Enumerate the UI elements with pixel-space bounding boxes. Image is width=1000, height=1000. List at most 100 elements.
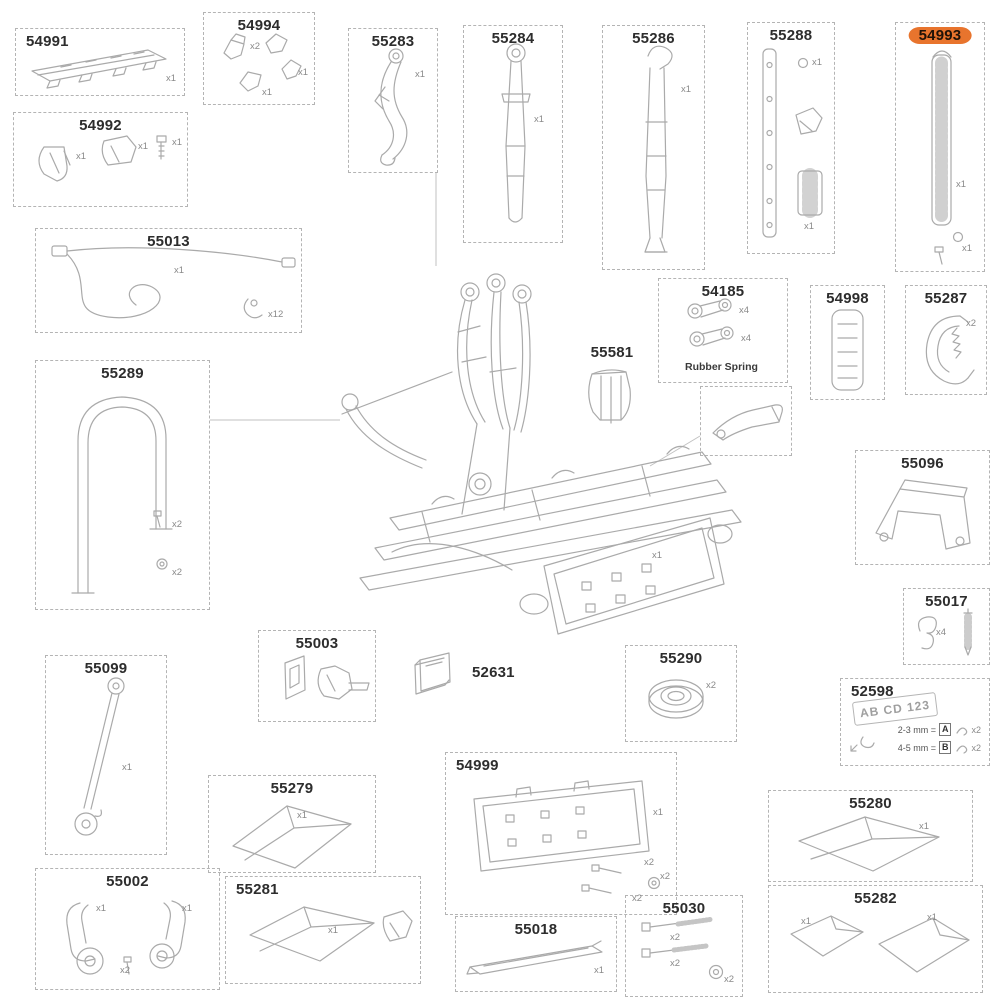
qty-label: x1 (919, 821, 930, 832)
part-number-54185[interactable]: 54185 (701, 283, 745, 300)
part-number-55283[interactable]: 55283 (371, 33, 415, 50)
qty-label: x1 (801, 916, 812, 927)
hook-arrow-icon (850, 736, 875, 752)
qty-label: x1 (182, 903, 193, 914)
part-box-54992: 54992 x1 x1 x1 (13, 112, 188, 207)
part-number-55018[interactable]: 55018 (514, 921, 558, 938)
part-box-55289: 55289 x2 x2 (35, 360, 210, 610)
part-illustration-54998 (831, 309, 864, 391)
rubber-spring-lever-box (700, 386, 792, 456)
qty-label: x4 (739, 305, 750, 316)
size-row-b: 4-5 mm = B x2 (898, 741, 981, 754)
qty-label: x1 (262, 87, 273, 98)
size-text: 2-3 mm = (897, 724, 936, 735)
qty-label: x2 (670, 958, 681, 969)
part-box-55288: 55288 x1 x1 (747, 22, 835, 254)
part-box-52598: 52598 AB CD 123 2-3 mm = A x2 4-5 mm = B… (840, 678, 990, 766)
part-number-55002[interactable]: 55002 (106, 873, 149, 890)
part-number-54992[interactable]: 54992 (79, 117, 122, 134)
part-number-55280[interactable]: 55280 (849, 795, 892, 812)
part-illustration-55279 (232, 805, 352, 869)
part-number-52631[interactable]: 52631 (472, 664, 515, 681)
part-number-52598[interactable]: 52598 (851, 683, 894, 700)
part-number-54991[interactable]: 54991 (26, 33, 69, 50)
part-number-55279[interactable]: 55279 (270, 780, 314, 797)
part-number-54994[interactable]: 54994 (237, 17, 281, 34)
part-box-54993: 54993 x1 x1 (895, 22, 985, 272)
part-number-55282[interactable]: 55282 (854, 890, 897, 907)
part-box-54994: 54994 x2 x1 x1 (203, 12, 315, 105)
part-box-55287: 55287 x2 (905, 285, 987, 395)
part-number-54999[interactable]: 54999 (456, 757, 499, 774)
part-illustration-55017 (917, 608, 973, 656)
part-box-55284: 55284 x1 (463, 25, 563, 243)
qty-label: x4 (741, 333, 752, 344)
part-number-55581[interactable]: 55581 (590, 344, 634, 361)
part-number-55286[interactable]: 55286 (632, 30, 675, 47)
part-illustration-54992 (38, 135, 167, 182)
part-illustration-55288 (762, 48, 823, 238)
lever-illustration (712, 404, 783, 441)
part-illustration-55013 (51, 245, 296, 319)
qty-label: x1 (652, 550, 663, 561)
part-number-55290[interactable]: 55290 (659, 650, 703, 667)
part-group-52631: 52631 (408, 644, 568, 704)
part-number-55096[interactable]: 55096 (901, 455, 944, 472)
qty-label: x2 (250, 41, 261, 52)
qty-label: x1 (956, 179, 967, 190)
part-group-55581: 55581 (568, 340, 656, 430)
qty-label: x1 (298, 67, 309, 78)
part-box-55099: 55099 x1 (45, 655, 167, 855)
qty-label: x1 (962, 243, 973, 254)
part-illustration-55282 (790, 915, 970, 973)
part-illustration-55287 (925, 315, 975, 385)
part-box-54185: 54185 x4 x4 Rubber Spring (658, 278, 788, 383)
qty-label: x2 (706, 680, 717, 691)
qty-label: x1 (76, 151, 87, 162)
qty-label: x1 (174, 265, 185, 276)
part-number-55288[interactable]: 55288 (769, 27, 813, 44)
part-box-54998: 54998 (810, 285, 885, 400)
part-number-55013[interactable]: 55013 (147, 233, 190, 250)
part-illustration-55284 (501, 43, 531, 223)
part-number-55284[interactable]: 55284 (491, 30, 535, 47)
part-illustration-52631 (414, 652, 451, 695)
qty-label: x2 (644, 857, 655, 868)
part-number-55287[interactable]: 55287 (924, 290, 968, 307)
part-box-55290: 55290 x2 (625, 645, 737, 742)
qty-label: x1 (804, 221, 815, 232)
part-number-55289[interactable]: 55289 (101, 365, 144, 382)
strap-icon (956, 726, 968, 736)
part-number-55030[interactable]: 55030 (662, 900, 706, 917)
qty-label: x1 (122, 762, 133, 773)
qty-label: x1 (681, 84, 692, 95)
qty-label: x1 (653, 807, 664, 818)
qty-label: x1 (812, 57, 823, 68)
part-box-55013: 55013 x1 x12 (35, 228, 302, 333)
part-illustration-54991 (31, 49, 167, 89)
part-illustration-54999 (473, 780, 661, 894)
part-number-54993-highlighted[interactable]: 54993 (908, 27, 972, 44)
part-number-55281[interactable]: 55281 (236, 881, 279, 898)
qty-label: x2 (724, 974, 735, 985)
qty-label: x2 (120, 965, 131, 976)
part-number-55099[interactable]: 55099 (84, 660, 128, 677)
rubber-spring-note: Rubber Spring (685, 361, 758, 373)
qty-label: x2 (966, 318, 977, 329)
part-box-55096: 55096 (855, 450, 990, 565)
qty-label: x1 (138, 141, 149, 152)
part-illustration-54994 (223, 33, 302, 92)
part-number-54998[interactable]: 54998 (826, 290, 869, 307)
part-box-55280: 55280 x1 (768, 790, 973, 882)
part-illustration-55581 (588, 369, 631, 424)
qty-label: x2 (172, 567, 183, 578)
qty-label: x2 (670, 932, 681, 943)
letter-badge: B (938, 741, 952, 754)
part-number-55017[interactable]: 55017 (925, 593, 968, 610)
part-illustration-55290 (648, 679, 704, 719)
qty-label: x1 (96, 903, 107, 914)
part-illustration-54185 (687, 298, 734, 347)
part-number-55003[interactable]: 55003 (295, 635, 339, 652)
part-illustration-55002 (66, 900, 186, 975)
part-illustration-55030 (641, 917, 724, 980)
